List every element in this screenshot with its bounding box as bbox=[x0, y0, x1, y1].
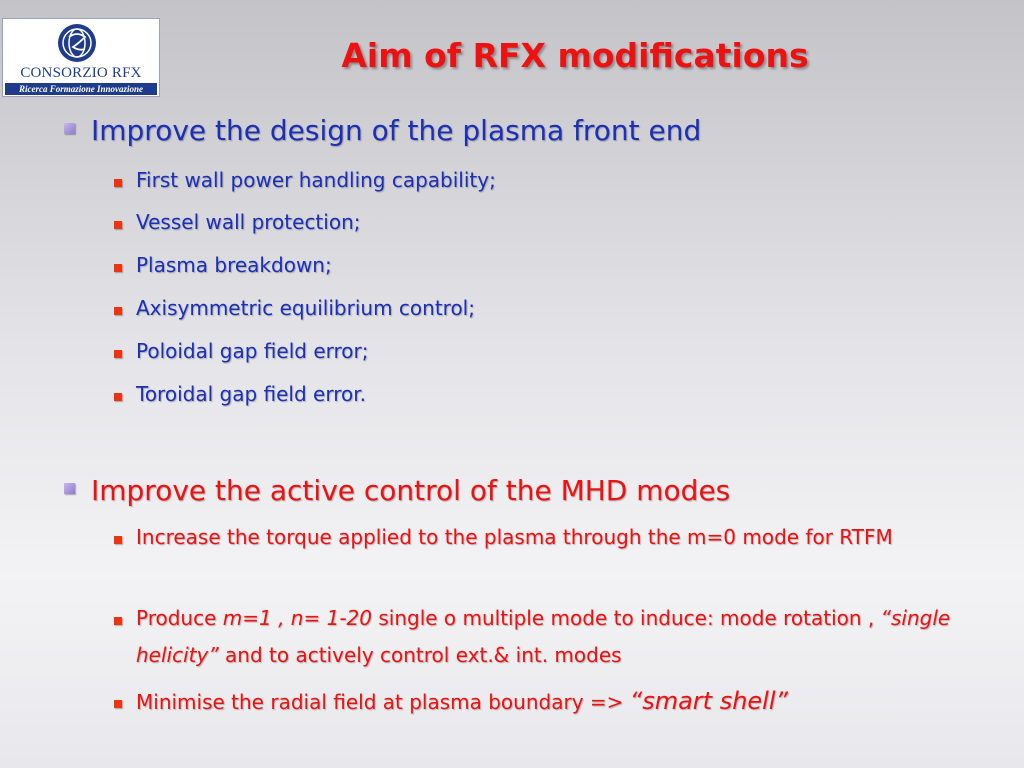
logo-tagline: Ricerca Formazione Innovazione bbox=[5, 83, 157, 95]
list-item: Produce m=1 , n= 1-20 single o multiple … bbox=[114, 606, 994, 674]
list-item: Increase the torque applied to the plasm… bbox=[114, 525, 994, 556]
section-1-item: Axisymmetric equilibrium control; bbox=[136, 296, 475, 320]
square-bullet-icon bbox=[114, 307, 122, 315]
square-bullet-icon bbox=[114, 179, 122, 187]
list-item: Minimise the radial field at plasma boun… bbox=[114, 687, 994, 721]
smart-shell-text: “smart shell” bbox=[629, 687, 788, 715]
text-segment: single o multiple mode to induce: mode r… bbox=[371, 606, 881, 630]
square-bullet-icon bbox=[114, 536, 122, 544]
consorzio-rfx-logo: CONSORZIO RFX Ricerca Formazione Innovaz… bbox=[2, 18, 160, 97]
mode-numbers-text: m=1 , n= 1-20 bbox=[222, 606, 372, 630]
list-item: First wall power handling capability; bbox=[114, 168, 496, 199]
square-bullet-icon bbox=[114, 617, 122, 625]
slide-title: Aim of RFX modifications bbox=[341, 36, 809, 75]
section-1-heading: Improve the design of the plasma front e… bbox=[91, 114, 702, 147]
square-bullet-icon bbox=[114, 700, 122, 708]
list-item: Poloidal gap field error; bbox=[114, 339, 368, 370]
section-2-item-2: Produce m=1 , n= 1-20 single o multiple … bbox=[136, 600, 986, 674]
list-item: Axisymmetric equilibrium control; bbox=[114, 296, 475, 327]
section-1-item: First wall power handling capability; bbox=[136, 168, 496, 192]
bullet-section-2: Improve the active control of the MHD mo… bbox=[64, 474, 730, 508]
list-item: Vessel wall protection; bbox=[114, 210, 360, 241]
section-1-item: Plasma breakdown; bbox=[136, 253, 332, 277]
section-2-heading: Improve the active control of the MHD mo… bbox=[91, 474, 731, 507]
list-item: Plasma breakdown; bbox=[114, 253, 332, 284]
square-bullet-icon bbox=[64, 123, 75, 134]
square-bullet-icon bbox=[114, 350, 122, 358]
logo-name: CONSORZIO RFX bbox=[20, 65, 142, 81]
bullet-section-1: Improve the design of the plasma front e… bbox=[64, 114, 701, 148]
text-segment: Minimise the radial field at plasma boun… bbox=[136, 690, 630, 714]
text-segment: Produce bbox=[136, 606, 223, 630]
section-2-item-1: Increase the torque applied to the plasm… bbox=[136, 525, 893, 549]
square-bullet-icon bbox=[64, 483, 75, 494]
rfx-emblem-icon bbox=[58, 24, 96, 62]
text-segment: and to actively control ext.& int. modes bbox=[218, 643, 622, 667]
section-2-item-3: Minimise the radial field at plasma boun… bbox=[136, 683, 986, 721]
single-helicity-text: “single helicity” bbox=[136, 606, 951, 667]
section-1-item: Toroidal gap field error. bbox=[136, 382, 366, 406]
square-bullet-icon bbox=[114, 221, 122, 229]
section-1-item: Vessel wall protection; bbox=[136, 210, 361, 234]
square-bullet-icon bbox=[114, 393, 122, 401]
square-bullet-icon bbox=[114, 264, 122, 272]
list-item: Toroidal gap field error. bbox=[114, 382, 366, 413]
section-1-item: Poloidal gap field error; bbox=[136, 339, 369, 363]
